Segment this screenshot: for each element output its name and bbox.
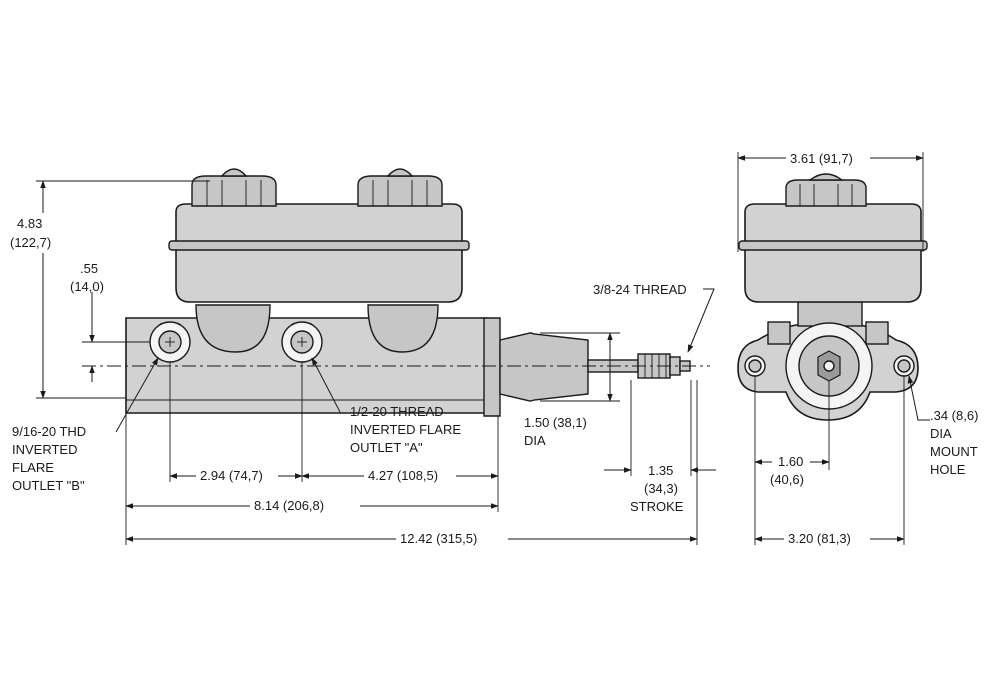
outlet-a-label-3: OUTLET "A" — [350, 440, 423, 455]
dim-overall: 12.42 (315,5) — [400, 531, 477, 546]
outlet-b-label-3: FLARE — [12, 460, 54, 475]
outlet-b-label-4: OUTLET "B" — [12, 478, 85, 493]
mount-hole-left — [744, 355, 766, 377]
end-half-mount-mm: (40,6) — [770, 472, 804, 487]
dim-ports: 2.94 (74,7) — [200, 468, 263, 483]
stroke-2: (34,3) — [644, 481, 678, 496]
overall-height-mm: (122,7) — [10, 235, 51, 250]
bore-dia-2: DIA — [524, 433, 546, 448]
end-reservoir — [744, 203, 922, 303]
reservoir — [175, 203, 463, 303]
mount-hole-2: DIA — [930, 426, 952, 441]
reservoir-cap-front — [357, 168, 443, 207]
mount-hole-3: MOUNT — [930, 444, 978, 459]
mount-hole-1: .34 (8,6) — [930, 408, 978, 423]
outlet-a-label-1: 1/2-20 THREAD — [350, 404, 444, 419]
port-offset-mm: (14,0) — [70, 279, 104, 294]
dim-a-to-flange: 4.27 (108,5) — [368, 468, 438, 483]
boot — [499, 332, 589, 402]
dim-body: 8.14 (206,8) — [254, 498, 324, 513]
outlet-b-label-2: INVERTED — [12, 442, 78, 457]
reservoir-boss-rear — [195, 304, 271, 353]
outlet-b-label-1: 9/16-20 THD — [12, 424, 86, 439]
stroke-1: 1.35 — [648, 463, 673, 478]
end-reservoir-seam — [738, 240, 928, 251]
port-offset-in: .55 — [80, 261, 98, 276]
reservoir-boss-front — [367, 304, 439, 353]
side-view — [82, 168, 710, 417]
mounting-flange — [483, 317, 501, 417]
bore-dia-1: 1.50 (38,1) — [524, 415, 587, 430]
side-dimensions: 4.83 (122,7) .55 (14,0) 9/16-20 THD INVE… — [10, 180, 716, 546]
mount-hole-4: HOLE — [930, 462, 966, 477]
end-view — [737, 173, 928, 421]
thread-label: 3/8-24 THREAD — [593, 282, 687, 297]
mount-hole-right — [893, 355, 915, 377]
end-cap — [785, 173, 867, 207]
end-half-mount-in: 1.60 — [778, 454, 803, 469]
outlet-a-label-2: INVERTED FLARE — [350, 422, 461, 437]
outlet-b-port — [149, 321, 191, 363]
end-dimensions: 3.61 (91,7) 1.60 (40,6) 3.20 (81,3) .34 … — [737, 148, 978, 546]
reservoir-cap-rear — [191, 168, 277, 207]
reservoir-seam — [168, 240, 470, 251]
outlet-a-port — [281, 321, 323, 363]
overall-height-in: 4.83 — [17, 216, 42, 231]
end-width-top: 3.61 (91,7) — [790, 151, 853, 166]
end-mount-spacing: 3.20 (81,3) — [788, 531, 851, 546]
stroke-3: STROKE — [630, 499, 684, 514]
